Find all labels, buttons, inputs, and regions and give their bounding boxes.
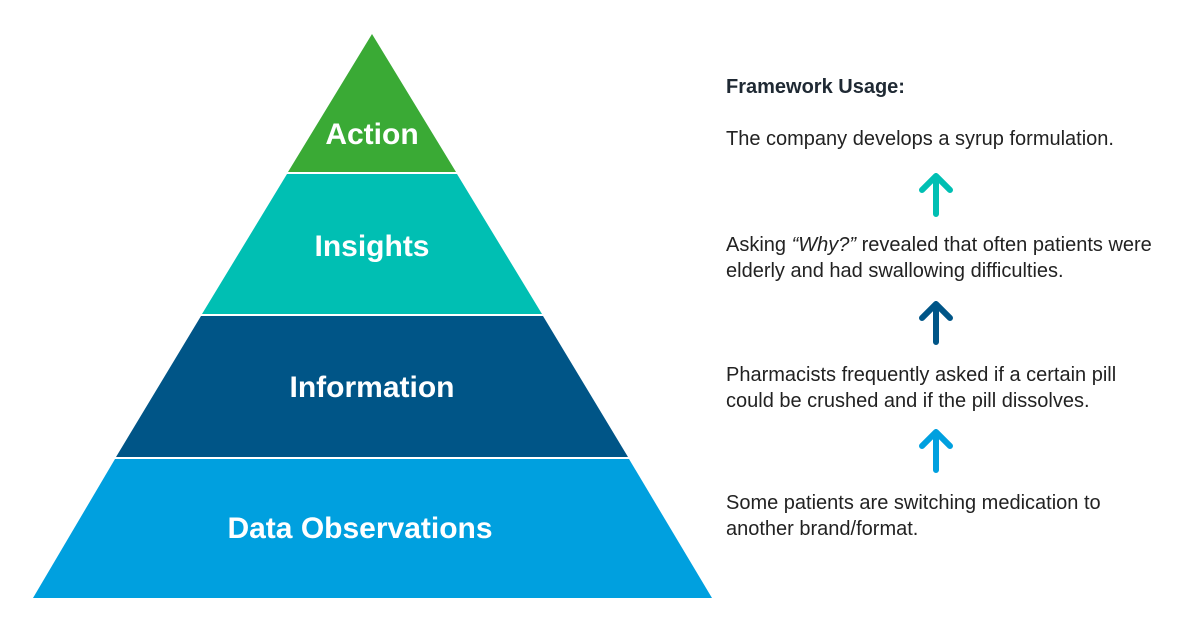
pyramid-diagram: Action Insights Information Data Observa… — [33, 34, 712, 598]
pyramid-tier-information — [116, 316, 628, 457]
framework-heading: Framework Usage: — [726, 76, 905, 98]
step-information-text: Pharmacists frequently asked if a certai… — [726, 364, 1117, 412]
insights-prefix: Asking — [726, 234, 792, 256]
arrow-up-icon — [919, 301, 953, 345]
tier-label-action: Action — [325, 118, 418, 151]
why-emphasis: “Why?” — [791, 234, 857, 256]
tier-label-data-observations: Data Observations — [227, 512, 492, 545]
insights-suffix: revealed that often patients were elderl… — [726, 234, 1152, 282]
pyramid-tier-insights — [202, 174, 542, 314]
step-action-text: The company develops a syrup formulation… — [726, 128, 1114, 150]
pyramid-tier-action — [288, 34, 456, 172]
tier-label-insights: Insights — [314, 230, 429, 263]
arrow-up-icon — [919, 429, 953, 473]
pyramid-tier-data-observations — [33, 459, 712, 598]
tier-label-information: Information — [290, 371, 455, 404]
step-observations-text: Some patients are switching medication t… — [726, 492, 1101, 540]
step-insights-text: Asking “Why?” revealed that often patien… — [726, 232, 1166, 284]
framework-usage-panel: Framework Usage: The company develops a … — [726, 0, 1166, 640]
arrow-up-icon — [919, 173, 953, 217]
